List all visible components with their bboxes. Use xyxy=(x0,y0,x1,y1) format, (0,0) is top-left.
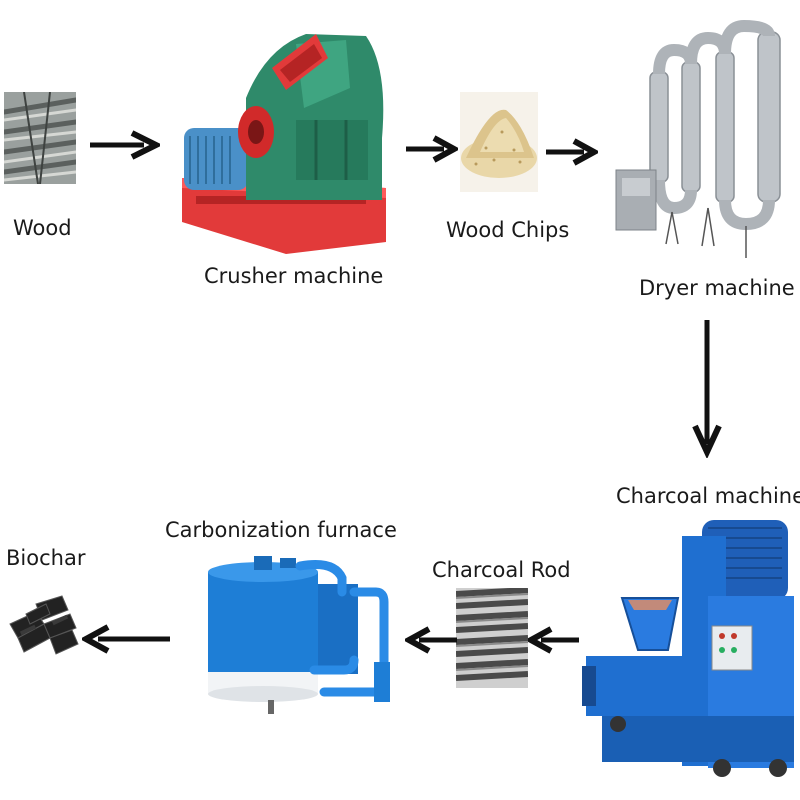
arrow-left-icon xyxy=(405,626,459,654)
arrow-left-icon xyxy=(82,624,172,654)
arrow-left-icon xyxy=(527,626,581,654)
carbonization-furnace-label: Carbonization furnace xyxy=(165,518,397,542)
wood-chips-image xyxy=(460,92,538,192)
charcoal-machine-image xyxy=(582,516,796,782)
biochar-image xyxy=(6,594,80,660)
arrow-right-icon xyxy=(88,130,160,160)
carbonization-furnace-image xyxy=(204,552,394,722)
wood-image xyxy=(4,92,76,184)
arrow-right-icon xyxy=(544,138,598,166)
wood-label: Wood xyxy=(13,216,72,240)
charcoal-machine-label: Charcoal machine xyxy=(616,484,800,508)
dryer-machine-label: Dryer machine xyxy=(639,276,795,300)
crusher-machine-label: Crusher machine xyxy=(204,264,384,288)
charcoal-rod-image xyxy=(456,588,528,688)
arrow-right-icon xyxy=(404,135,458,163)
arrow-down-icon xyxy=(690,318,724,458)
dryer-machine-image xyxy=(612,12,792,262)
wood-chips-label: Wood Chips xyxy=(446,218,570,242)
crusher-machine-image xyxy=(176,28,394,254)
charcoal-rod-label: Charcoal Rod xyxy=(432,558,571,582)
biochar-label: Biochar xyxy=(6,546,86,570)
